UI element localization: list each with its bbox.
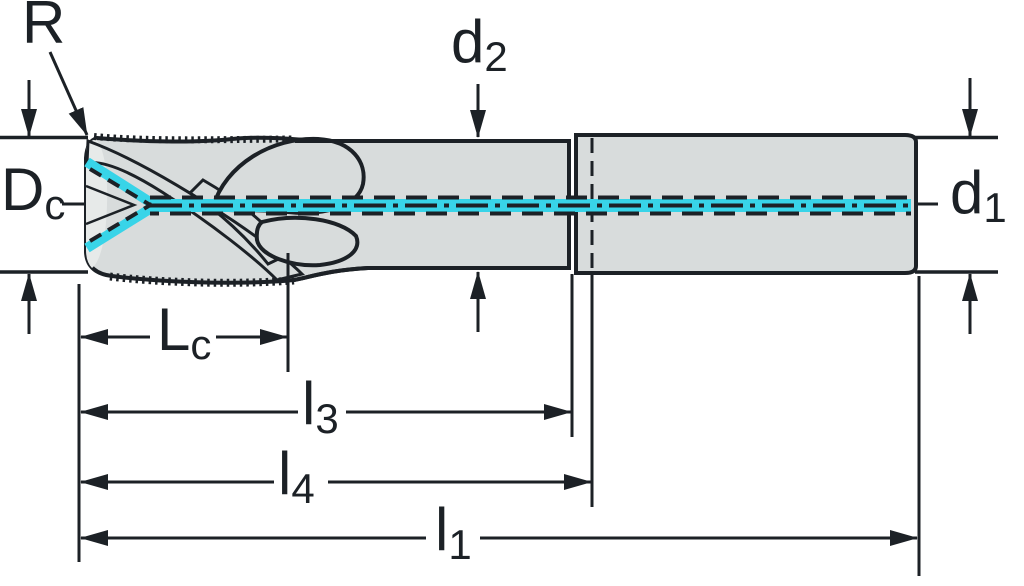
- lower-flute-lobe: [254, 215, 360, 268]
- label-shank-diameter-symbol: d: [950, 159, 983, 226]
- label-overall-length-symbol: l: [435, 496, 448, 563]
- label-cutting-length-subscript: c: [190, 321, 211, 368]
- label-neck-diameter-subscript: 2: [484, 33, 507, 80]
- label-neck-diameter-symbol: d: [451, 8, 484, 75]
- label-shank-diameter-subscript: 1: [983, 184, 1006, 231]
- label-corner-radius-symbol: R: [22, 0, 65, 56]
- label-cutting-diameter-symbol: D: [1, 156, 44, 223]
- label-length-l3-symbol: l: [302, 370, 315, 437]
- label-overall-length: l 1: [435, 496, 472, 568]
- label-cutting-length-symbol: L: [157, 296, 190, 363]
- label-shank-diameter: d 1: [950, 159, 1007, 231]
- center-point-lines: [85, 184, 138, 226]
- extension-lines: [0, 135, 998, 576]
- label-cutting-diameter-subscript: c: [44, 181, 65, 228]
- label-cutting-length: L c: [157, 296, 211, 368]
- label-overall-length-subscript: 1: [448, 521, 471, 568]
- label-length-l4-symbol: l: [278, 440, 291, 507]
- coolant-centerline-highlight: [84, 157, 911, 253]
- label-length-l3: l 3: [302, 370, 339, 442]
- label-length-l3-subscript: 3: [315, 395, 338, 442]
- label-length-l4-subscript: 4: [291, 465, 314, 512]
- helical-flute-band-1: [85, 138, 305, 282]
- label-corner-radius: R: [22, 0, 65, 56]
- label-neck-diameter: d 2: [451, 8, 508, 80]
- cutting-edge-serrations: [93, 133, 295, 287]
- dim-radius-leader: [48, 51, 89, 136]
- label-length-l4: l 4: [278, 440, 315, 512]
- label-cutting-diameter: D c: [1, 156, 65, 228]
